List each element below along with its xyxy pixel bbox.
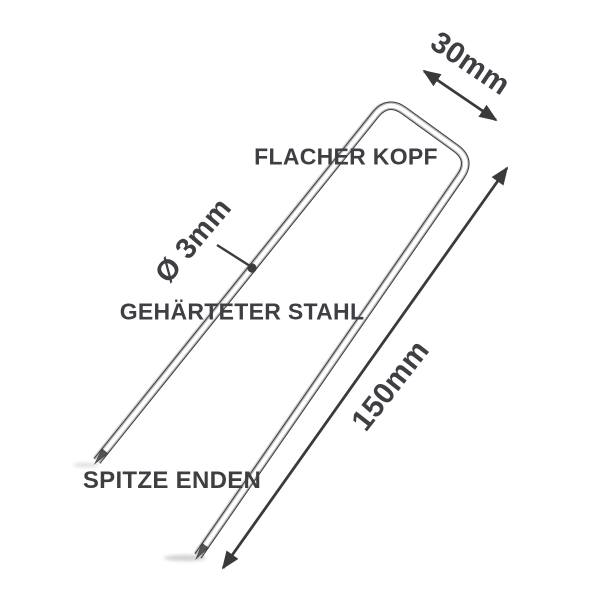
pointed-ends-label: SPITZE ENDEN: [82, 467, 262, 494]
width-dimension-arrow: [422, 69, 498, 122]
pointed-tip-right: [195, 542, 209, 561]
material-label: GEHÄRTETER STAHL: [119, 298, 365, 325]
diameter-callout-dot: [247, 263, 257, 273]
diameter-callout-line: [216, 243, 251, 268]
ground-shadow-left: [73, 462, 99, 468]
length-dimension-arrow: [221, 166, 509, 570]
pointed-tip-left: [93, 448, 109, 465]
flat-head-label: FLACHER KOPF: [254, 143, 438, 170]
